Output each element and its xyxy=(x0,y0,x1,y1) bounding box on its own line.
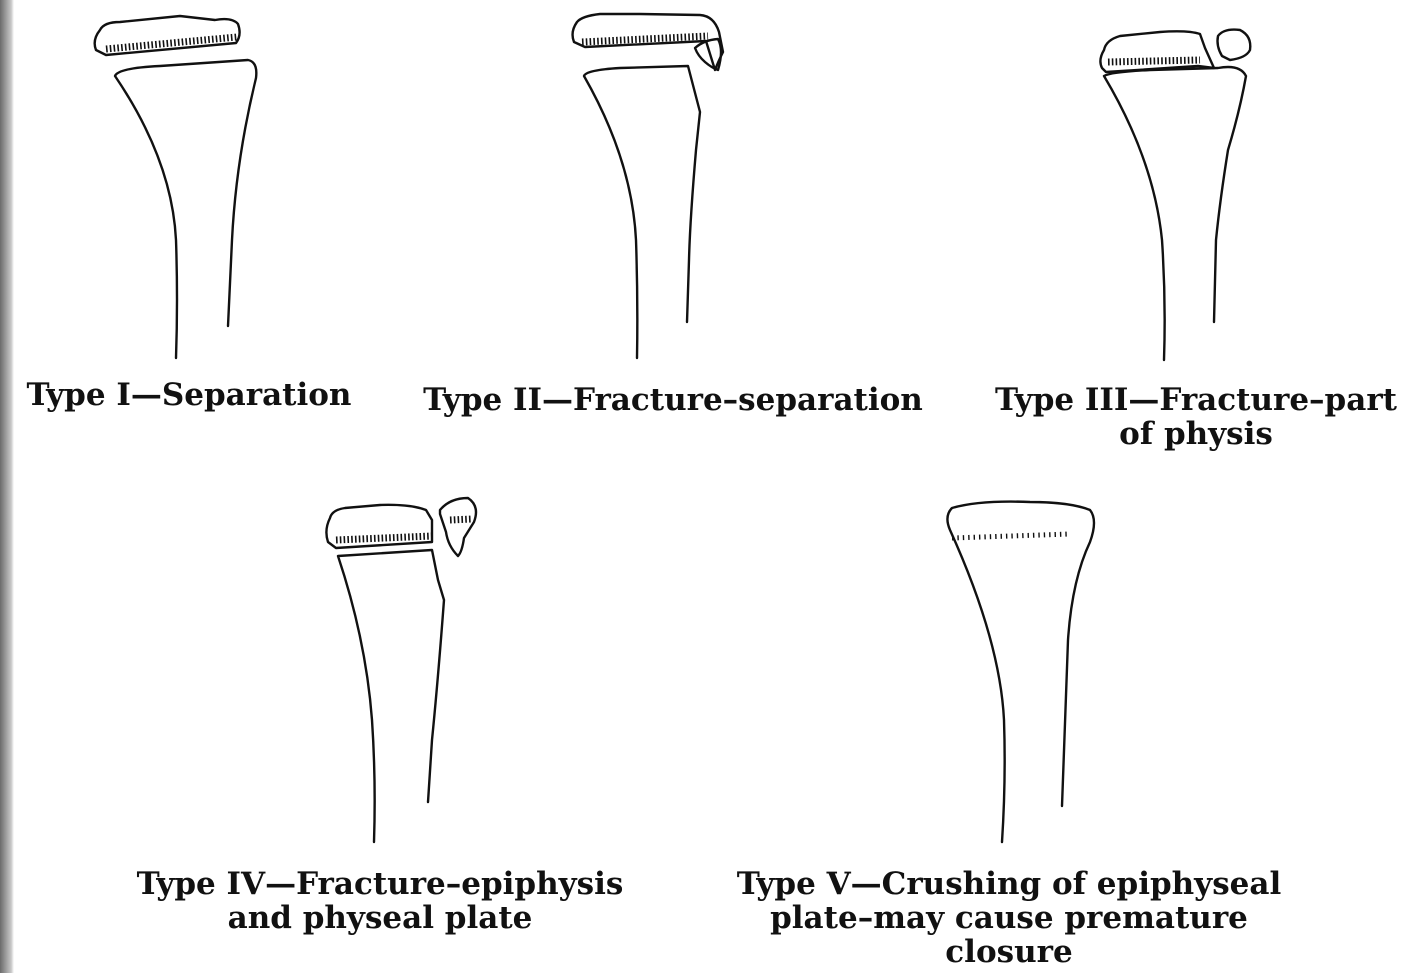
caption-type-2: Type II—Fracture–separation xyxy=(406,383,940,417)
epiphysis-type-5 xyxy=(947,502,1094,842)
bone-type-2 xyxy=(573,14,723,358)
caption-type-5-line-1: Type V—Crushing of epiphyseal xyxy=(714,867,1304,901)
bone-type-1 xyxy=(95,16,257,358)
caption-type-1-line-1: Type I—Separation xyxy=(14,378,364,412)
caption-type-5: Type V—Crushing of epiphyseal plate–may … xyxy=(714,867,1304,969)
epiphyseal-fragment-type-3 xyxy=(1218,30,1251,60)
caption-type-3-line-2: of physis xyxy=(980,417,1412,451)
physis-type-1 xyxy=(106,37,237,49)
metaphysis-type-1 xyxy=(115,60,256,358)
caption-type-2-line-1: Type II—Fracture–separation xyxy=(406,383,940,417)
metaphysis-type-3 xyxy=(1104,67,1246,360)
fracture-fragment-type-4 xyxy=(440,498,476,556)
metaphysis-type-2 xyxy=(584,66,700,358)
epiphysis-type-1 xyxy=(95,16,240,55)
physis-type-4 xyxy=(336,536,432,540)
physis-type-3 xyxy=(1108,60,1200,62)
fragment-physis-type-4 xyxy=(450,519,472,520)
metaphysis-type-4 xyxy=(338,550,444,842)
epiphysis-type-3 xyxy=(1100,31,1214,72)
caption-type-3-line-1: Type III—Fracture–part xyxy=(980,383,1412,417)
caption-type-4-line-1: Type IV—Fracture–epiphysis xyxy=(116,867,644,901)
bone-type-5 xyxy=(947,502,1094,842)
caption-type-5-line-3: closure xyxy=(714,935,1304,969)
bone-type-3 xyxy=(1100,30,1250,360)
caption-type-3: Type III—Fracture–part of physis xyxy=(980,383,1412,451)
caption-type-4-line-2: and physeal plate xyxy=(116,901,644,935)
bone-type-4 xyxy=(326,498,476,842)
caption-type-1: Type I—Separation xyxy=(14,378,364,412)
physis-type-5 xyxy=(952,534,1070,538)
caption-type-4: Type IV—Fracture–epiphysis and physeal p… xyxy=(116,867,644,935)
caption-type-5-line-2: plate–may cause premature xyxy=(714,901,1304,935)
